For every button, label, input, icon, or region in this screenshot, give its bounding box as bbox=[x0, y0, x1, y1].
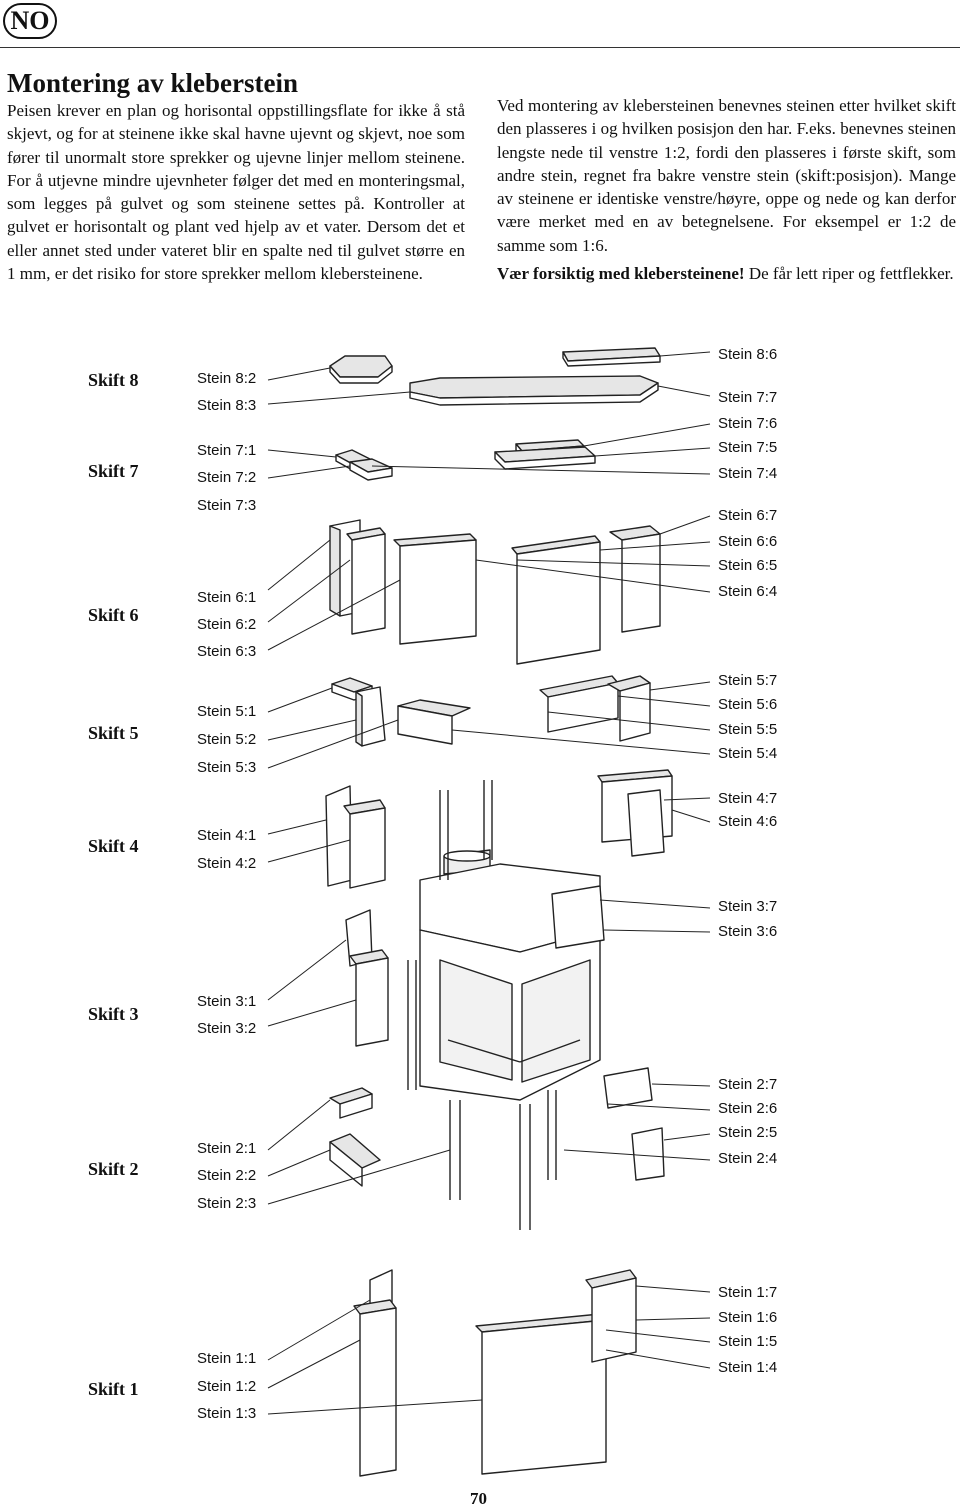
skift-7-label: Skift 7 bbox=[88, 461, 139, 481]
skift-6-label: Skift 6 bbox=[88, 605, 139, 625]
header-rule bbox=[0, 47, 960, 48]
skift-8-label: Skift 8 bbox=[88, 370, 139, 390]
intro-paragraph: Peisen krever en plan og horisontal opps… bbox=[7, 101, 465, 284]
stone-label: Stein 1:2 bbox=[197, 1378, 257, 1395]
stone-label: Stein 7:3 bbox=[197, 497, 257, 514]
stone-label: Stein 5:4 bbox=[718, 745, 778, 762]
warning-bold-text: Vær forsiktig med klebersteinene! bbox=[497, 264, 745, 284]
stone-label: Stein 7:5 bbox=[718, 439, 778, 456]
skift-4-label: Skift 4 bbox=[88, 836, 139, 856]
stone-label: Stein 1:7 bbox=[718, 1284, 778, 1301]
stone-label: Stein 3:7 bbox=[718, 898, 778, 915]
intro-column-right: Ved montering av klebersteinen benevnes … bbox=[497, 94, 956, 285]
stone-4-7 bbox=[627, 789, 665, 857]
stone-label: Stein 5:2 bbox=[197, 731, 257, 748]
stone-label: Stein 4:1 bbox=[197, 827, 257, 844]
stone-6-3 bbox=[393, 533, 477, 645]
skift-1-label: Skift 1 bbox=[88, 1379, 139, 1399]
stone-5-5 bbox=[539, 675, 619, 733]
stone-3-7 bbox=[603, 1067, 653, 1109]
stone-label: Stein 2:1 bbox=[197, 1140, 257, 1157]
stone-label: Stein 6:2 bbox=[197, 616, 257, 633]
stone-label: Stein 6:7 bbox=[718, 507, 778, 524]
stone-label: Stein 1:5 bbox=[718, 1333, 778, 1350]
stone-2-5 bbox=[631, 1127, 665, 1181]
stone-label: Stein 6:5 bbox=[718, 557, 778, 574]
stone-label: Stein 2:2 bbox=[197, 1167, 257, 1184]
stone-label: Stein 2:6 bbox=[718, 1100, 778, 1117]
language-badge: NO bbox=[3, 3, 57, 39]
stone-label: Stein 2:4 bbox=[718, 1150, 778, 1167]
stone-label: Stein 4:2 bbox=[197, 855, 257, 872]
stone-4-1 bbox=[325, 785, 353, 887]
stone-label: Stein 6:3 bbox=[197, 643, 257, 660]
skift-2-label: Skift 2 bbox=[88, 1159, 139, 1179]
stone-5-3 bbox=[397, 699, 471, 745]
stone-label: Stein 4:6 bbox=[718, 813, 778, 830]
stone-label: Stein 8:3 bbox=[197, 397, 257, 414]
stone-label: Stein 6:1 bbox=[197, 589, 257, 606]
stone-label: Stein 1:1 bbox=[197, 1350, 257, 1367]
stone-4-2 bbox=[343, 799, 386, 889]
stone-3-2 bbox=[349, 949, 389, 1047]
stone-8-2 bbox=[329, 355, 393, 384]
stone-label: Stein 1:3 bbox=[197, 1405, 257, 1422]
stone-8-6 bbox=[562, 347, 661, 367]
stone-label: Stein 5:1 bbox=[197, 703, 257, 720]
stone-label: Stein 5:3 bbox=[197, 759, 257, 776]
stone-label: Stein 3:6 bbox=[718, 923, 778, 940]
stone-label: Stein 7:1 bbox=[197, 442, 257, 459]
stone-label: Stein 2:3 bbox=[197, 1195, 257, 1212]
stone-label: Stein 8:6 bbox=[718, 346, 778, 363]
naming-paragraph: Ved montering av klebersteinen benevnes … bbox=[497, 96, 956, 255]
stone-7-2 bbox=[349, 458, 393, 481]
stone-6-2 bbox=[346, 527, 386, 635]
stone-label: Stein 1:6 bbox=[718, 1309, 778, 1326]
page-title: Montering av kleberstein bbox=[7, 68, 298, 98]
stone-label: Stein 8:2 bbox=[197, 370, 257, 387]
page-number: 70 bbox=[470, 1489, 487, 1508]
stone-1-2 bbox=[353, 1299, 397, 1477]
assembly-diagram bbox=[267, 347, 711, 1477]
stone-6-5 bbox=[511, 535, 601, 665]
stone-label: Stein 5:5 bbox=[718, 721, 778, 738]
stone-label: Stein 7:7 bbox=[718, 389, 778, 406]
stone-5-2 bbox=[355, 686, 386, 747]
stone-3-6 bbox=[551, 885, 605, 949]
stone-label: Stein 1:4 bbox=[718, 1359, 778, 1376]
stone-1-4 bbox=[475, 1313, 607, 1475]
stone-label: Stein 3:1 bbox=[197, 993, 257, 1010]
skift-5-label: Skift 5 bbox=[88, 723, 139, 743]
stone-label: Stein 3:2 bbox=[197, 1020, 257, 1037]
stone-8-3 bbox=[409, 375, 659, 406]
leader-lines bbox=[267, 351, 711, 1415]
stone-label: Stein 4:7 bbox=[718, 790, 778, 807]
intro-column-left: Peisen krever en plan og horisontal opps… bbox=[7, 99, 465, 285]
stove-frame bbox=[407, 780, 601, 1230]
stone-label: Stein 2:5 bbox=[718, 1124, 778, 1141]
stone-1-6 bbox=[585, 1269, 637, 1363]
stone-label: Stein 7:2 bbox=[197, 469, 257, 486]
skift-3-label: Skift 3 bbox=[88, 1004, 139, 1024]
stone-label: Stein 2:7 bbox=[718, 1076, 778, 1093]
stone-label: Stein 5:7 bbox=[718, 672, 778, 689]
stone-label: Stein 7:6 bbox=[718, 415, 778, 432]
stone-2-2 bbox=[329, 1133, 381, 1187]
stone-label: Stein 6:4 bbox=[718, 583, 778, 600]
warning-paragraph: Vær forsiktig med klebersteinene! De får… bbox=[497, 262, 956, 285]
stone-label: Stein 5:6 bbox=[718, 696, 778, 713]
warning-text: De får lett riper og fettflekker. bbox=[744, 264, 954, 284]
stone-label: Stein 6:6 bbox=[718, 533, 778, 550]
stone-2-1 bbox=[329, 1087, 373, 1119]
stone-7-4 bbox=[494, 446, 596, 470]
stone-label: Stein 7:4 bbox=[718, 465, 778, 482]
